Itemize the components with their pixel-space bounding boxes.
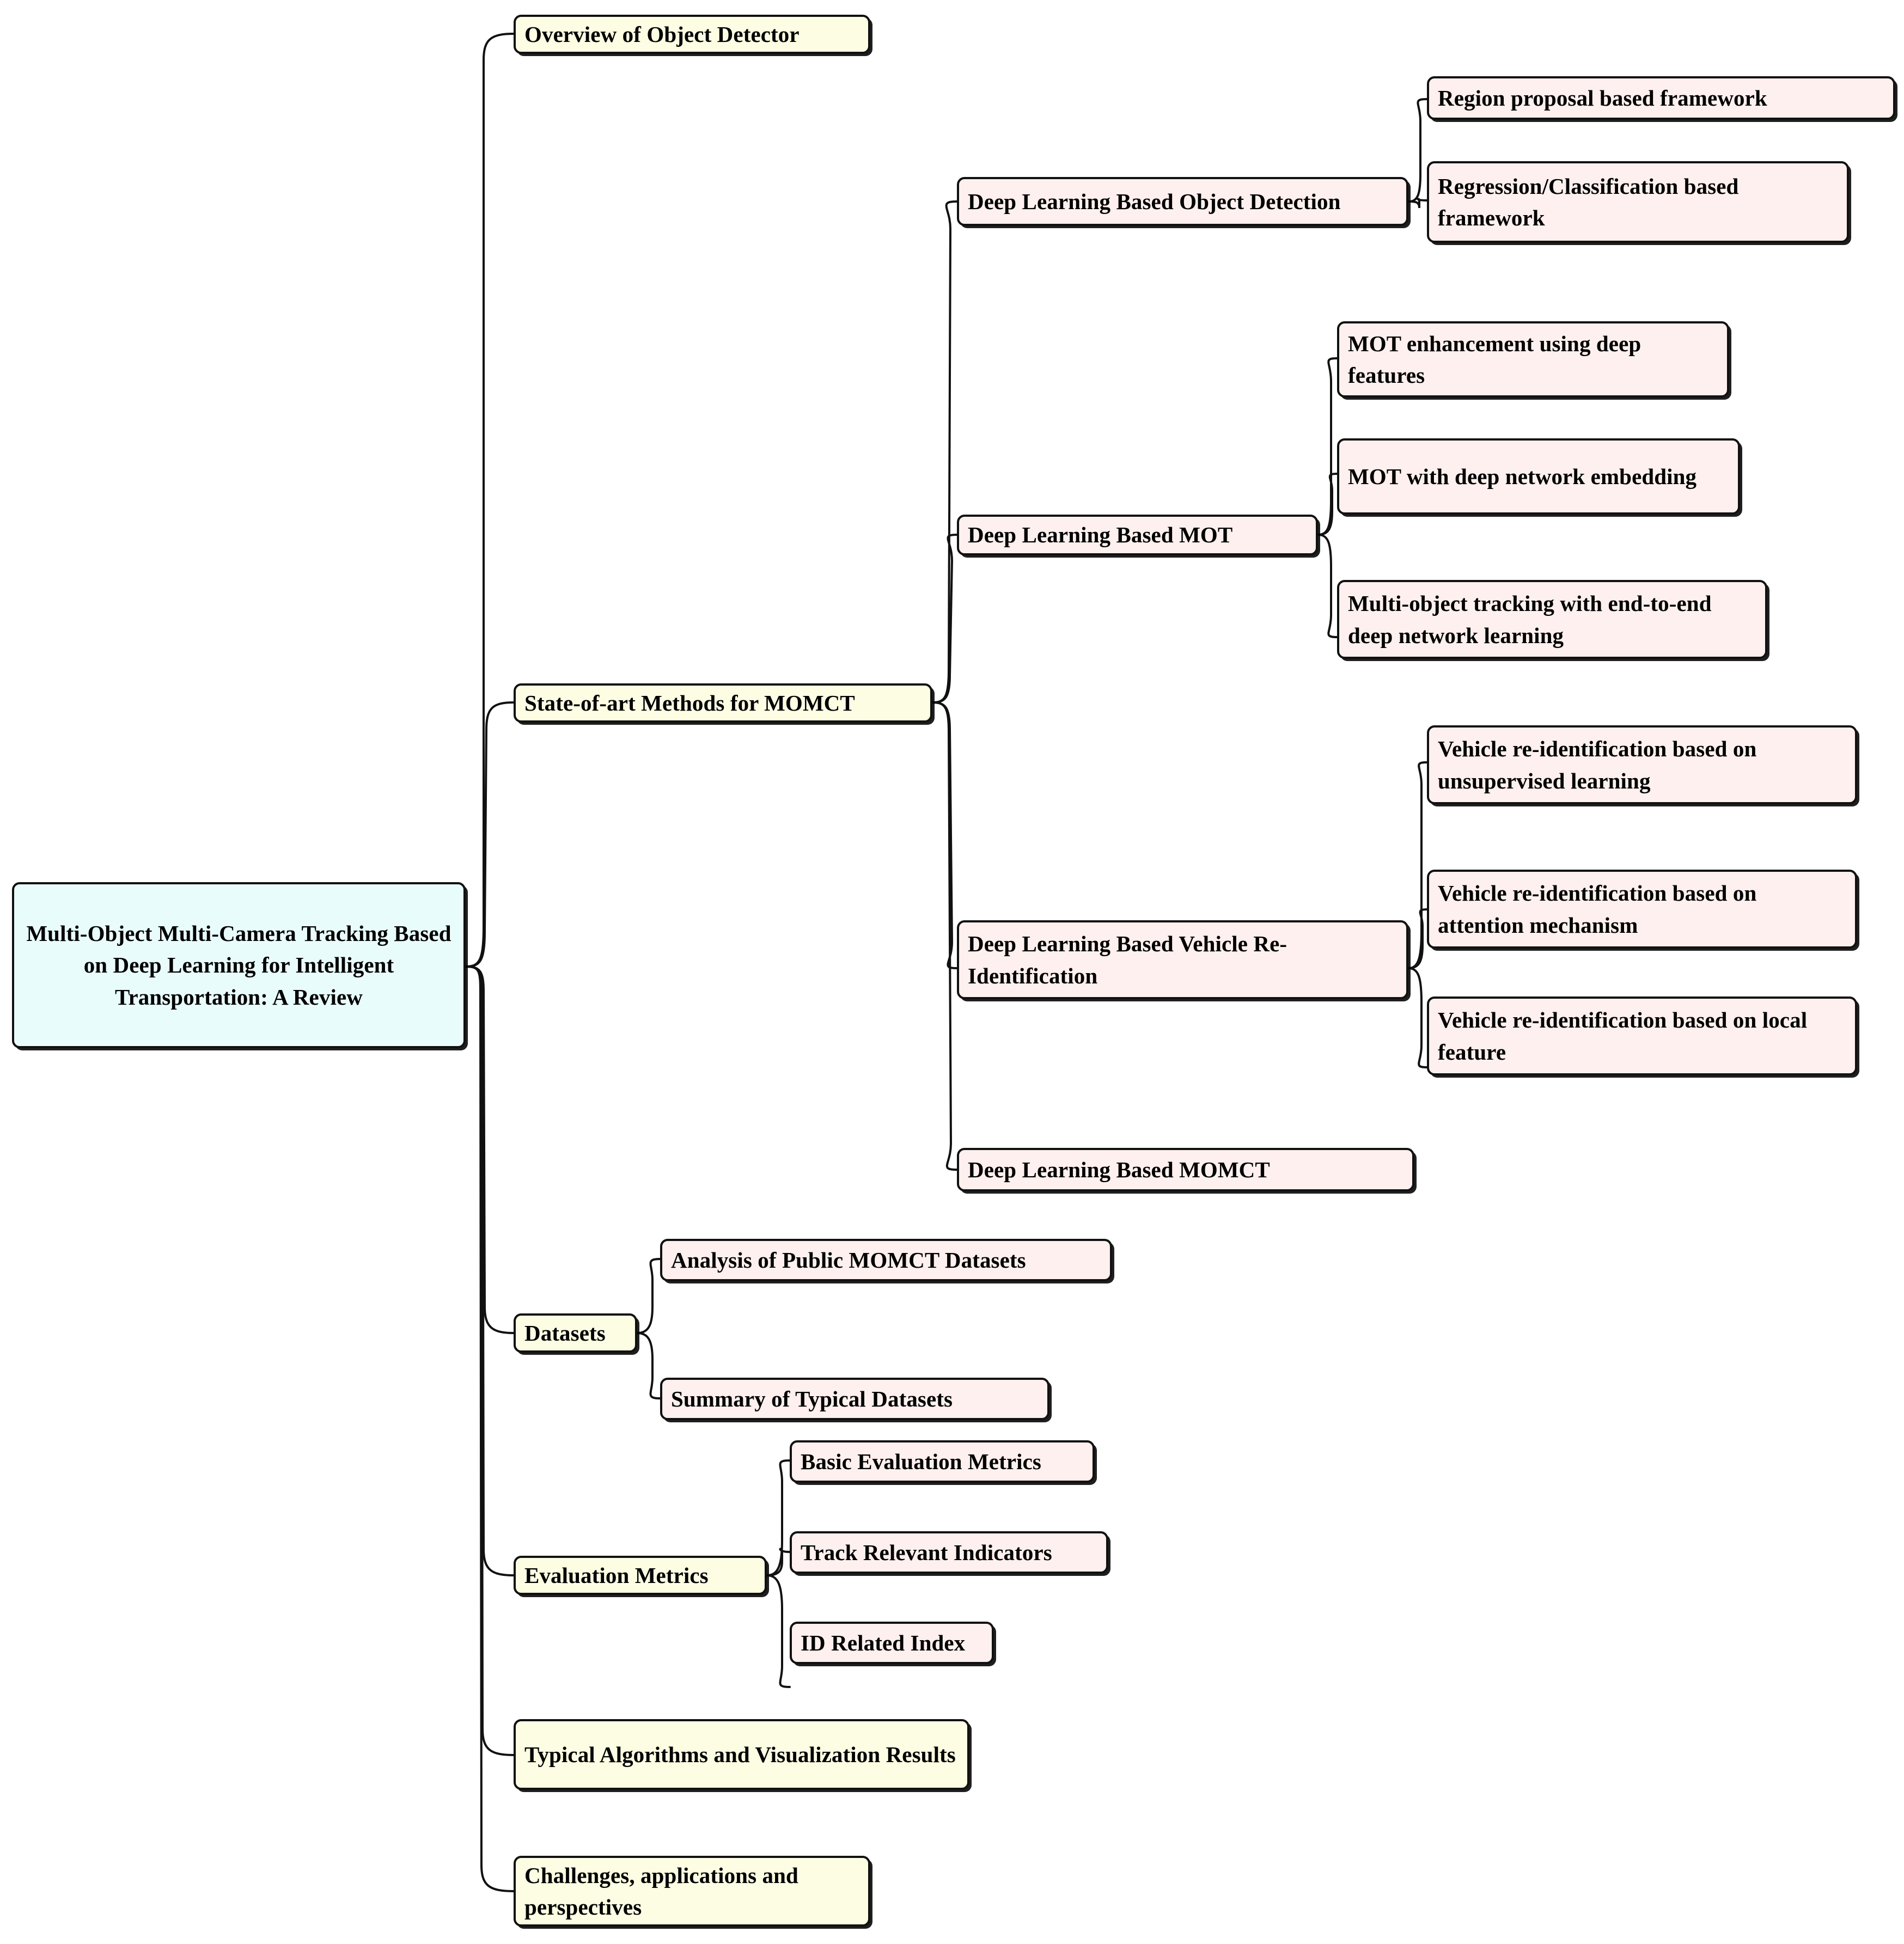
leaf-label-reid-unsupervised: Vehicle re-identification based on unsup… (1438, 736, 1757, 793)
edge-detection-region (1407, 98, 1428, 203)
edge-reid-unsupervised (1407, 761, 1428, 969)
subbranch-node-dl-object-detection[interactable]: Deep Learning Based Object Detection (957, 177, 1408, 226)
edge-reid-attention (1407, 908, 1428, 969)
edge-mot-embedding (1317, 473, 1338, 536)
branch-node-datasets[interactable]: Datasets (514, 1313, 637, 1353)
edge-eval-track (766, 1548, 791, 1576)
leaf-label-region-proposal: Region proposal based framework (1438, 85, 1767, 111)
branch-label-datasets: Datasets (524, 1320, 606, 1346)
edge-root-evaluation (465, 965, 515, 1576)
leaf-label-reid-attention: Vehicle re-identification based on atten… (1438, 881, 1757, 938)
leaf-node-mot-enhancement[interactable]: MOT enhancement using deep features (1337, 321, 1729, 398)
leaf-node-reid-local-feature[interactable]: Vehicle re-identification based on local… (1427, 997, 1857, 1075)
subbranch-node-basic-metrics[interactable]: Basic Evaluation Metrics (790, 1440, 1095, 1483)
leaf-label-mot-end-to-end: Multi-object tracking with end-to-end de… (1348, 591, 1712, 648)
leaf-node-mot-embedding[interactable]: MOT with deep network embedding (1337, 438, 1740, 515)
edge-state-reid (931, 701, 958, 969)
leaf-node-mot-end-to-end[interactable]: Multi-object tracking with end-to-end de… (1337, 580, 1767, 659)
subbranch-label-id-related-index: ID Related Index (801, 1630, 966, 1655)
leaf-label-reid-local-feature: Vehicle re-identification based on local… (1438, 1007, 1808, 1065)
edge-state-mot (931, 534, 958, 704)
subbranch-label-dl-vehicle-reid: Deep Learning Based Vehicle Re-Identific… (968, 931, 1287, 988)
subbranch-label-dl-mot: Deep Learning Based MOT (968, 522, 1233, 548)
subbranch-label-dl-object-detection: Deep Learning Based Object Detection (968, 188, 1341, 214)
subbranch-node-track-indicators[interactable]: Track Relevant Indicators (790, 1531, 1108, 1574)
edge-datasets-summary (636, 1332, 661, 1399)
edge-root-state-of-art (465, 701, 515, 968)
subbranch-node-dl-mot[interactable]: Deep Learning Based MOT (957, 515, 1318, 555)
edge-root-overview (465, 33, 515, 968)
branch-node-overview[interactable]: Overview of Object Detector (514, 15, 870, 54)
leaf-node-regression-classification[interactable]: Regression/Classification based framewor… (1427, 161, 1849, 243)
subbranch-label-analysis-public: Analysis of Public MOMCT Datasets (671, 1247, 1026, 1273)
root-node[interactable]: Multi-Object Multi-Camera Tracking Based… (12, 882, 466, 1048)
branch-label-overview: Overview of Object Detector (524, 21, 800, 47)
edge-mot-enhancement (1317, 357, 1338, 536)
edge-detection-regression (1407, 198, 1428, 209)
edge-root-typical (465, 965, 515, 1756)
edge-root-challenges (465, 965, 515, 1892)
subbranch-node-dl-momct[interactable]: Deep Learning Based MOMCT (957, 1148, 1414, 1191)
subbranch-label-basic-metrics: Basic Evaluation Metrics (801, 1448, 1041, 1474)
edge-reid-local (1407, 967, 1428, 1068)
subbranch-node-id-related-index[interactable]: ID Related Index (790, 1622, 994, 1664)
leaf-node-reid-unsupervised[interactable]: Vehicle re-identification based on unsup… (1427, 725, 1857, 804)
branch-label-typical-algorithms: Typical Algorithms and Visualization Res… (524, 1741, 956, 1767)
leaf-label-mot-embedding: MOT with deep network embedding (1348, 463, 1697, 489)
subbranch-node-analysis-public[interactable]: Analysis of Public MOMCT Datasets (660, 1239, 1112, 1281)
leaf-label-regression-classification: Regression/Classification based framewor… (1438, 173, 1739, 230)
root-node-label: Multi-Object Multi-Camera Tracking Based… (26, 921, 451, 1010)
edge-datasets-analysis (636, 1258, 661, 1334)
edge-mot-endtoend (1317, 534, 1338, 638)
branch-node-evaluation-metrics[interactable]: Evaluation Metrics (514, 1556, 767, 1595)
edge-state-detection (931, 200, 958, 704)
edge-root-datasets (465, 965, 515, 1334)
subbranch-label-track-indicators: Track Relevant Indicators (801, 1539, 1052, 1565)
branch-label-challenges: Challenges, applications and perspective… (524, 1862, 798, 1919)
branch-label-evaluation-metrics: Evaluation Metrics (524, 1562, 709, 1588)
leaf-node-region-proposal[interactable]: Region proposal based framework (1427, 76, 1895, 120)
edge-eval-id (766, 1574, 791, 1688)
subbranch-node-dl-vehicle-reid[interactable]: Deep Learning Based Vehicle Re-Identific… (957, 920, 1408, 999)
edge-eval-basic (766, 1459, 791, 1576)
edge-state-momct (931, 701, 958, 1171)
branch-label-state-of-art: State-of-art Methods for MOMCT (524, 690, 855, 716)
branch-node-challenges[interactable]: Challenges, applications and perspective… (514, 1856, 870, 1927)
subbranch-label-dl-momct: Deep Learning Based MOMCT (968, 1157, 1270, 1182)
leaf-node-reid-attention[interactable]: Vehicle re-identification based on atten… (1427, 870, 1857, 949)
subbranch-node-summary-typical[interactable]: Summary of Typical Datasets (660, 1378, 1049, 1420)
subbranch-label-summary-typical: Summary of Typical Datasets (671, 1386, 953, 1411)
leaf-label-mot-enhancement: MOT enhancement using deep features (1348, 331, 1641, 388)
branch-node-typical-algorithms[interactable]: Typical Algorithms and Visualization Res… (514, 1719, 969, 1790)
branch-node-state-of-art[interactable]: State-of-art Methods for MOMCT (514, 683, 932, 723)
